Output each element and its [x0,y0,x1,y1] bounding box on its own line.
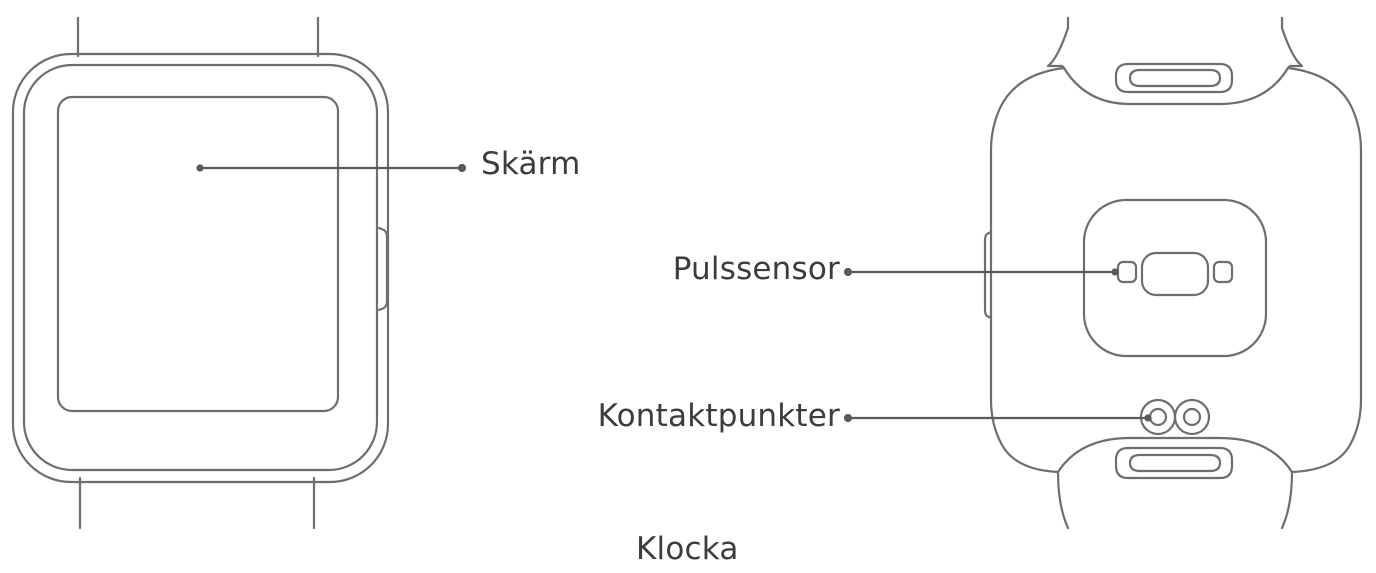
back-strap-slot-bottom-inner [1128,453,1222,473]
back-strap-slot-top [1114,62,1234,94]
leader-screen-dot-start [196,164,204,172]
front-strap-top [76,16,320,58]
leader-lines [196,163,1152,423]
back-case-outline [989,16,1363,530]
watch-front-view [11,16,390,530]
label-heart-rate-sensor: Pulssensor [672,251,840,287]
back-sensor-window [1140,251,1210,297]
back-side-button [983,230,993,320]
diagram-caption: Klocka [636,531,739,567]
label-contact-points: Kontaktpunkter [597,398,840,434]
front-display-area [56,95,340,413]
back-sensor-led-right [1212,260,1234,284]
leader-contacts-dot-start [843,413,853,423]
watch-back-view [983,16,1363,530]
leader-screen-dot-end [457,163,467,173]
back-strap-slot-top-inner [1128,68,1222,88]
front-side-button [377,226,389,312]
front-strap-bottom [78,476,316,530]
label-screen: Skärm [481,146,581,182]
back-strap-top-curve [1062,66,1290,106]
back-strap-slot-bottom [1114,446,1234,480]
back-sensor-led-left [1116,260,1138,284]
front-case-bezel [22,63,379,472]
back-contact-right [1173,398,1211,436]
leader-contacts-dot-end [1144,414,1152,422]
back-contact-left-inner [1148,407,1168,427]
back-contact-right-inner [1182,407,1202,427]
back-sensor-module [1082,198,1268,358]
front-case-outer [11,52,390,484]
leader-heart-rate-dot-end [1111,268,1119,276]
back-strap-bottom-curve [1056,436,1294,474]
leader-heart-rate-dot-start [843,267,853,277]
